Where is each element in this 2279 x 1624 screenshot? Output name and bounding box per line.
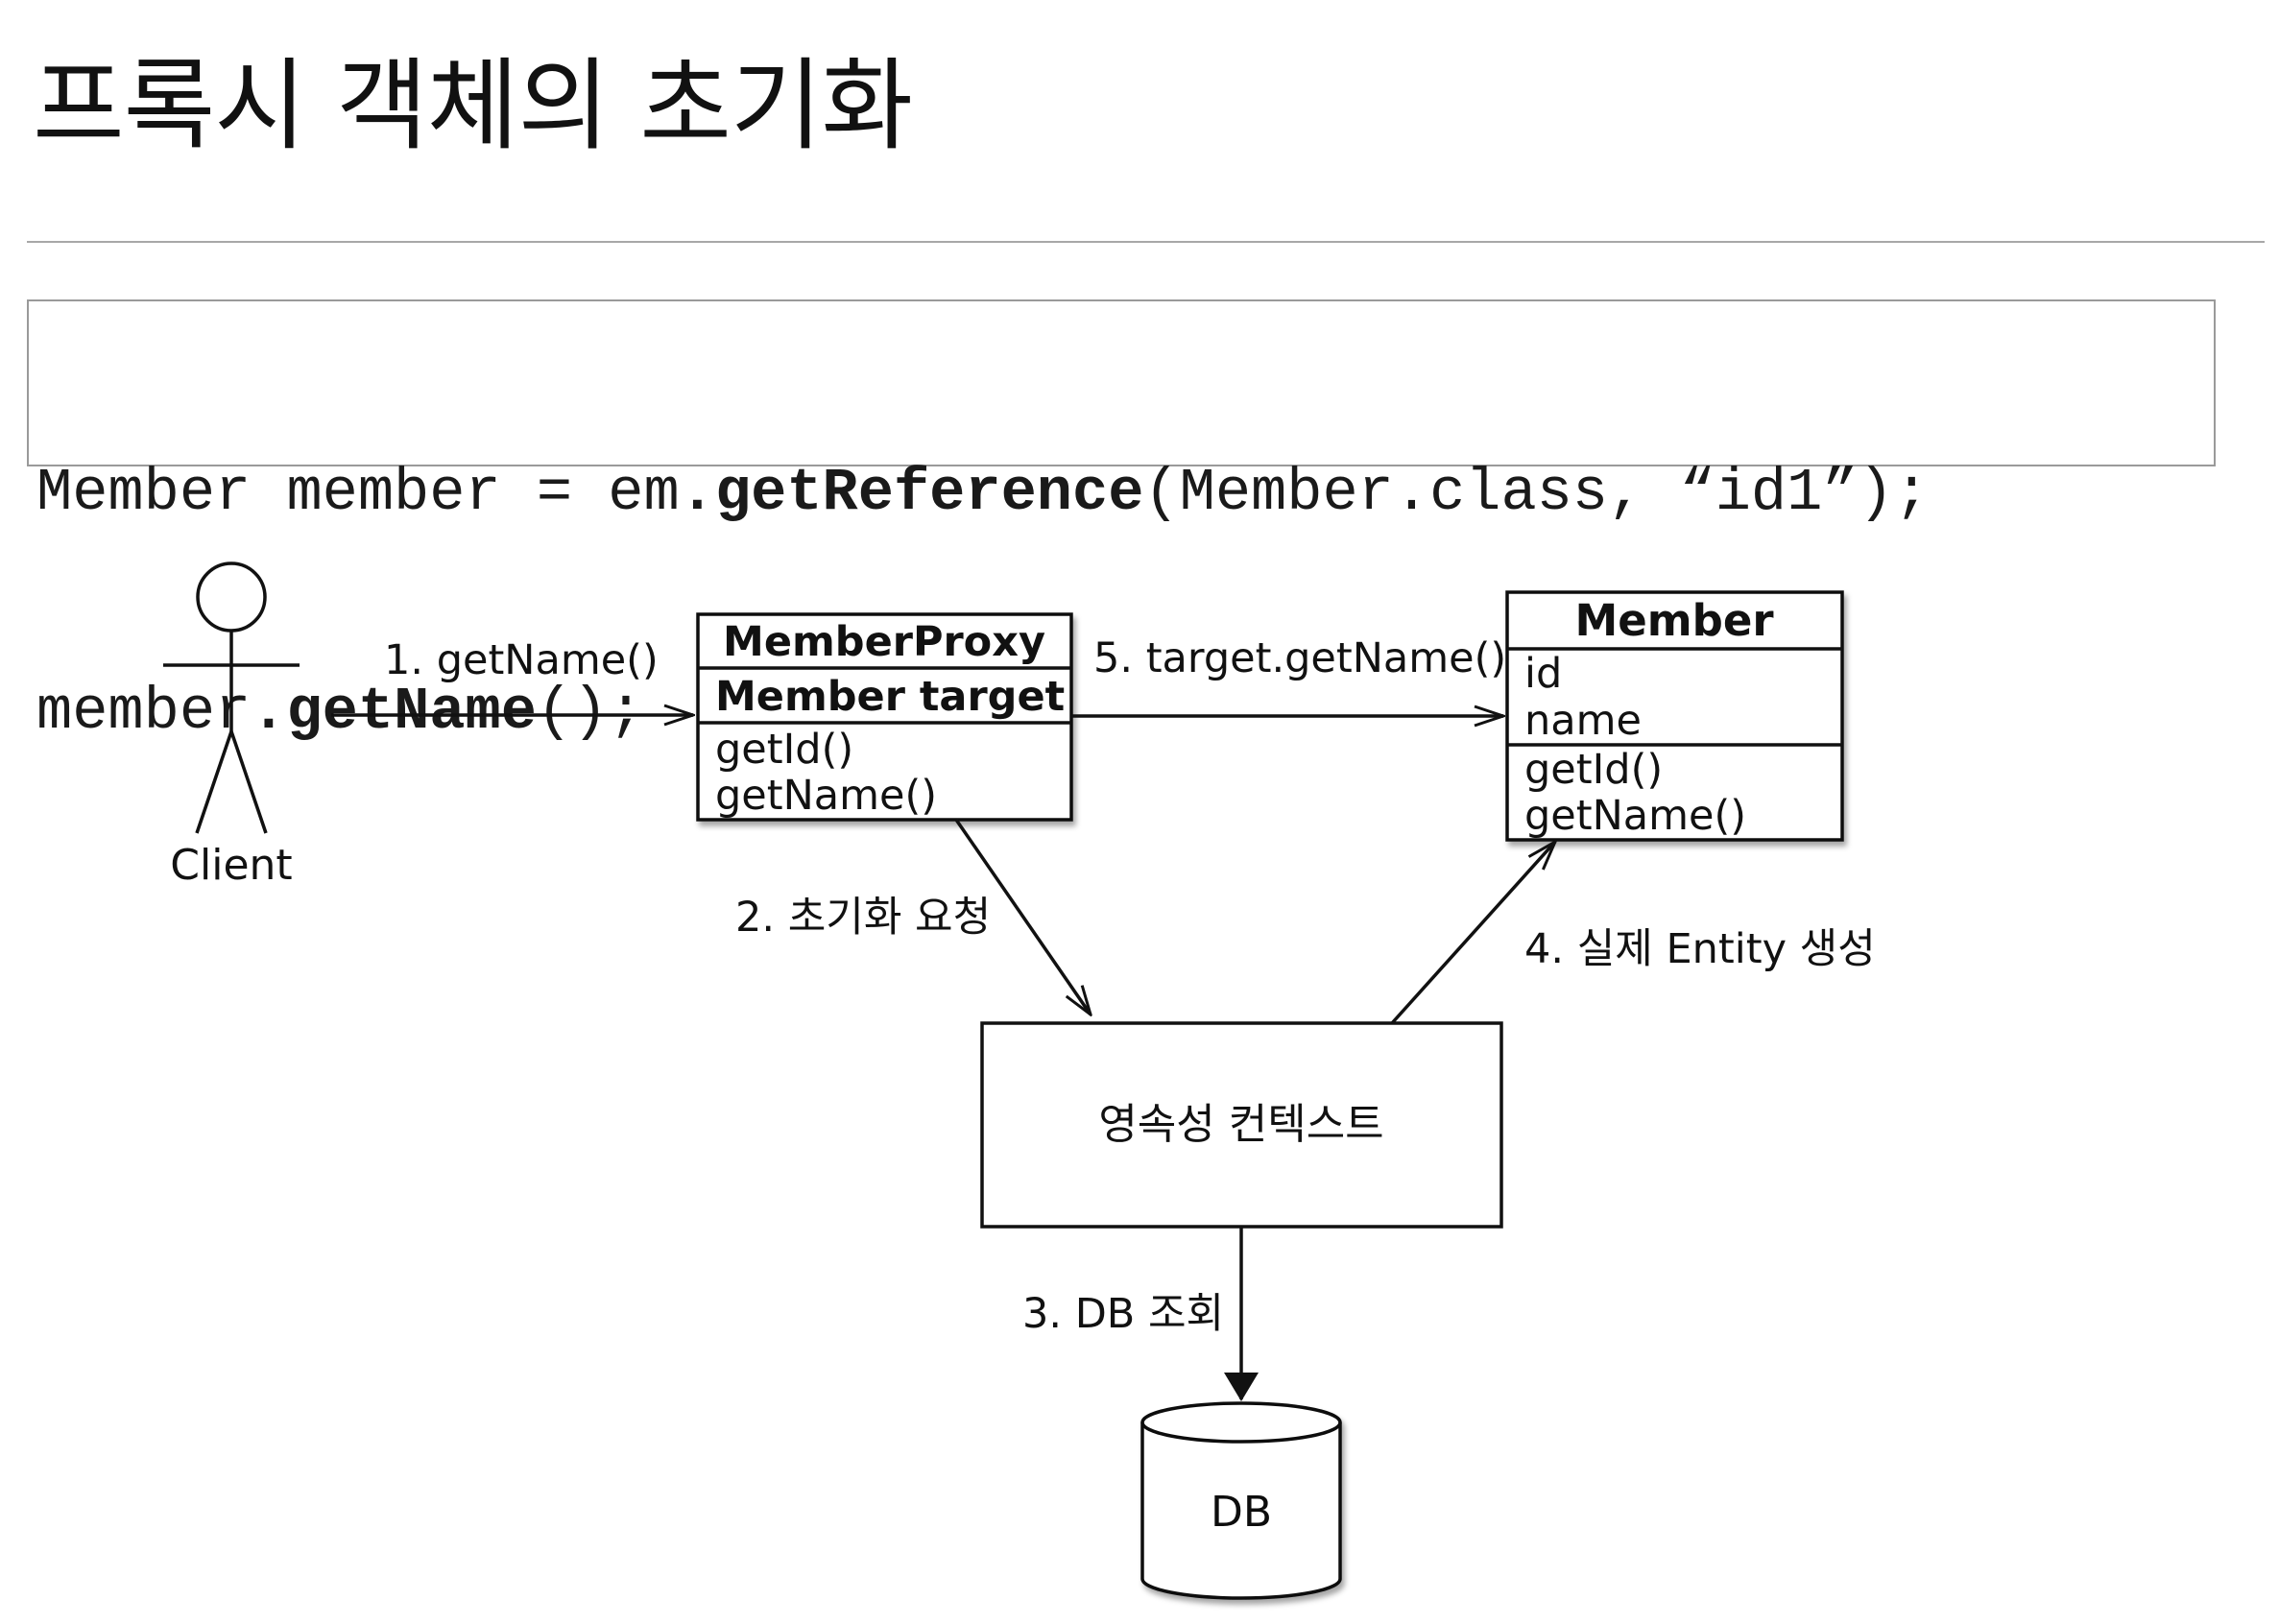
code-line-2-prefix: member <box>36 678 252 746</box>
code-line-1-prefix: Member member = em <box>36 459 680 527</box>
client-actor: Client <box>163 561 300 890</box>
code-line-1-suffix: (Member.class, “id1”); <box>1143 459 1930 527</box>
member-class-name: Member <box>1574 595 1774 646</box>
persistence-context-frame <box>980 1021 1503 1229</box>
client-right-leg <box>229 730 268 834</box>
code-line-1: Member member = em.getReference(Member.c… <box>36 457 2214 530</box>
member-field-id: id <box>1524 650 1562 698</box>
persistence-context-box: 영속성 컨텍스트 <box>980 1021 1503 1229</box>
title-divider <box>27 241 2265 243</box>
code-line-2-suffix: (); <box>536 678 644 746</box>
client-left-leg <box>195 730 233 834</box>
step3-label: 3. DB 조회 <box>1022 1290 1224 1338</box>
code-line-1-dot: . <box>679 459 715 527</box>
code-line-2-method: getName <box>286 678 537 746</box>
member-proxy-box: MemberProxy Member target getId() getNam… <box>696 612 1073 822</box>
member-field-name: name <box>1524 697 1642 745</box>
proxy-method-getname: getName() <box>715 772 937 820</box>
proxy-method-getid: getId() <box>715 726 853 774</box>
proxy-frame <box>696 612 1073 822</box>
code-line-2: member.getName(); <box>36 676 2214 749</box>
database-cylinder: DB <box>1140 1401 1342 1600</box>
persistence-context-label: 영속성 컨텍스트 <box>1098 1100 1383 1149</box>
member-method-getname: getName() <box>1524 792 1746 840</box>
step2-arrow <box>954 819 1091 1015</box>
proxy-field-target: Member target <box>715 673 1065 721</box>
client-head <box>196 561 267 633</box>
member-method-getid: getId() <box>1524 746 1663 794</box>
code-block: Member member = em.getReference(Member.c… <box>27 299 2216 746</box>
client-label: Client <box>170 841 292 890</box>
code-line-2-dot: . <box>251 678 287 746</box>
code-line-1-method: getReference <box>714 459 1144 527</box>
db-cylinder-top <box>1140 1401 1342 1444</box>
db-cylinder-body <box>1140 1422 1342 1600</box>
db-label: DB <box>1211 1488 1272 1537</box>
step1-label: 1. getName() <box>384 636 659 684</box>
proxy-class-name: MemberProxy <box>723 618 1045 666</box>
step4-arrow <box>1390 842 1555 1025</box>
member-frame <box>1505 590 1844 842</box>
step2-label: 2. 초기화 요청 <box>735 894 991 942</box>
member-entity-box: Member id name getId() getName() <box>1505 590 1844 842</box>
step5-label: 5. target.getName() <box>1093 634 1506 682</box>
step4-label: 4. 실제 Entity 생성 <box>1524 925 1876 973</box>
page-title: 프록시 객체의 초기화 <box>33 47 913 164</box>
